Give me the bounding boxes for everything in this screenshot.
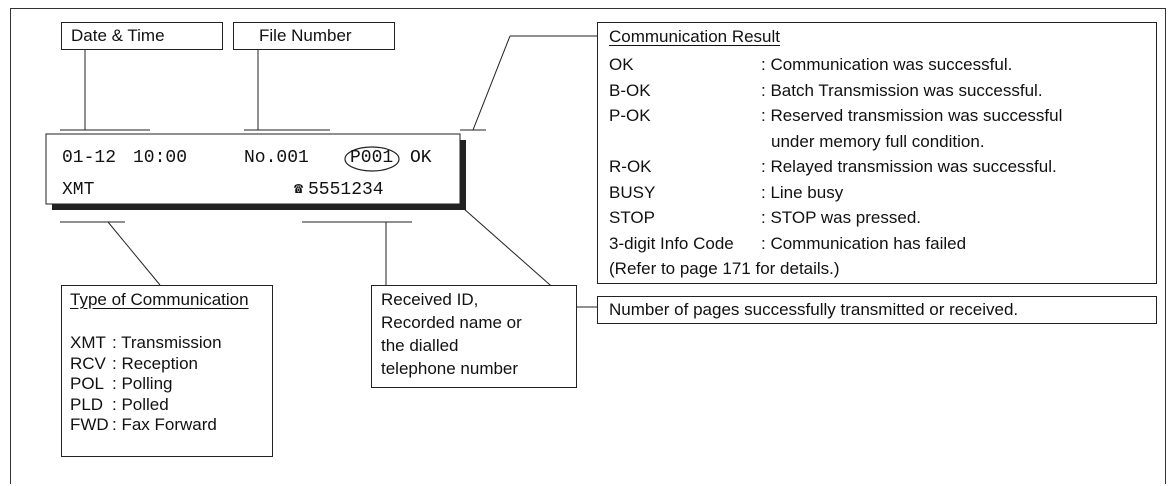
received-id-line: Recorded name or [381,313,522,332]
display-type: XMT [62,180,95,200]
type-row-description: : Transmission [112,333,222,352]
received-id-text: Received ID, Recorded name or the dialled t… [381,290,522,382]
display-result: OK [410,148,432,168]
type-row: XMT : Transmission [70,333,222,354]
date-time-callout: Date & Time [61,22,223,50]
result-row-description: : Reserved transmission was successful [761,106,1063,125]
result-row-code: 3-digit Info Code [609,233,734,253]
communication-result-title: Communication Result [609,27,781,46]
result-row: OK : Communication was successful. [609,55,1062,81]
type-row: POL : Polling [70,374,222,395]
telephone-icon: ☎ [294,181,304,198]
display-file-number: No.001 [244,148,309,168]
type-row-description: : Reception [112,353,198,373]
communication-result-footer: (Refer to page 171 for details.) [609,259,840,278]
type-row-description: : Polled [112,394,169,414]
result-row: under memory full condition. [609,132,1062,158]
result-row: BUSY : Line busy [609,183,1062,209]
type-row-description: : Polling [112,374,173,393]
display-date: 01-12 [62,148,117,168]
type-of-communication-title: Type of Communication [70,290,249,309]
result-row-description: under memory full condition. [771,131,985,151]
received-id-box: Received ID, Recorded name or the dialled t… [371,285,577,388]
received-id-line: the dialled [381,336,459,355]
received-id-line: telephone number [381,359,519,378]
result-row-description: : Relayed transmission was successful. [761,157,1057,176]
result-row-description: : Batch Transmission was successful. [761,80,1043,100]
type-row-code: XMT [70,333,106,352]
diagram-frame [10,8,1166,484]
result-row-code: OK [609,55,634,74]
result-row-description: : Communication has failed [761,233,967,253]
result-row: B-OK : Batch Transmission was successful. [609,81,1062,107]
type-row-code: RCV [70,353,106,373]
date-time-label: Date & Time [71,26,165,45]
result-row: P-OK : Reserved transmission was successf… [609,106,1062,132]
communication-result-list: OK : Communication was successful. B-OK : B… [609,55,1062,259]
pages-note-callout: Number of pages successfully transmitted… [597,296,1157,324]
result-row-description: : Line busy [761,182,844,202]
result-row: R-OK : Relayed transmission was successfu… [609,157,1062,183]
type-row-code: PLD [70,394,104,414]
type-row-code: POL [70,374,105,393]
received-id-line: Received ID, [381,290,479,309]
communication-result-box: Communication Result OK : Communication w… [597,22,1157,284]
display-phone-number: 5551234 [308,180,384,200]
file-number-callout: File Number [233,22,395,50]
type-row: RCV : Reception [70,354,222,375]
result-row-code: R-OK [609,157,652,176]
result-row-description: : Communication was successful. [761,55,1013,74]
result-row: STOP : STOP was pressed. [609,208,1062,234]
result-row-code: B-OK [609,80,651,100]
result-row: 3-digit Info Code : Communication has fai… [609,234,1062,260]
type-row: PLD : Polled [70,395,222,416]
type-row: FWD: Fax Forward [70,415,222,436]
pages-note-label: Number of pages successfully transmitted… [609,300,1019,319]
result-row-description: : STOP was pressed. [761,208,921,227]
result-row-code: STOP [609,208,655,227]
type-row-description: : Fax Forward [112,415,217,434]
display-pages: P001 [350,148,394,168]
type-row-code: FWD [70,415,109,434]
result-row-code: P-OK [609,106,651,125]
display-time: 10:00 [133,148,188,168]
result-row-code: BUSY [609,182,656,202]
file-number-label: File Number [259,26,352,45]
